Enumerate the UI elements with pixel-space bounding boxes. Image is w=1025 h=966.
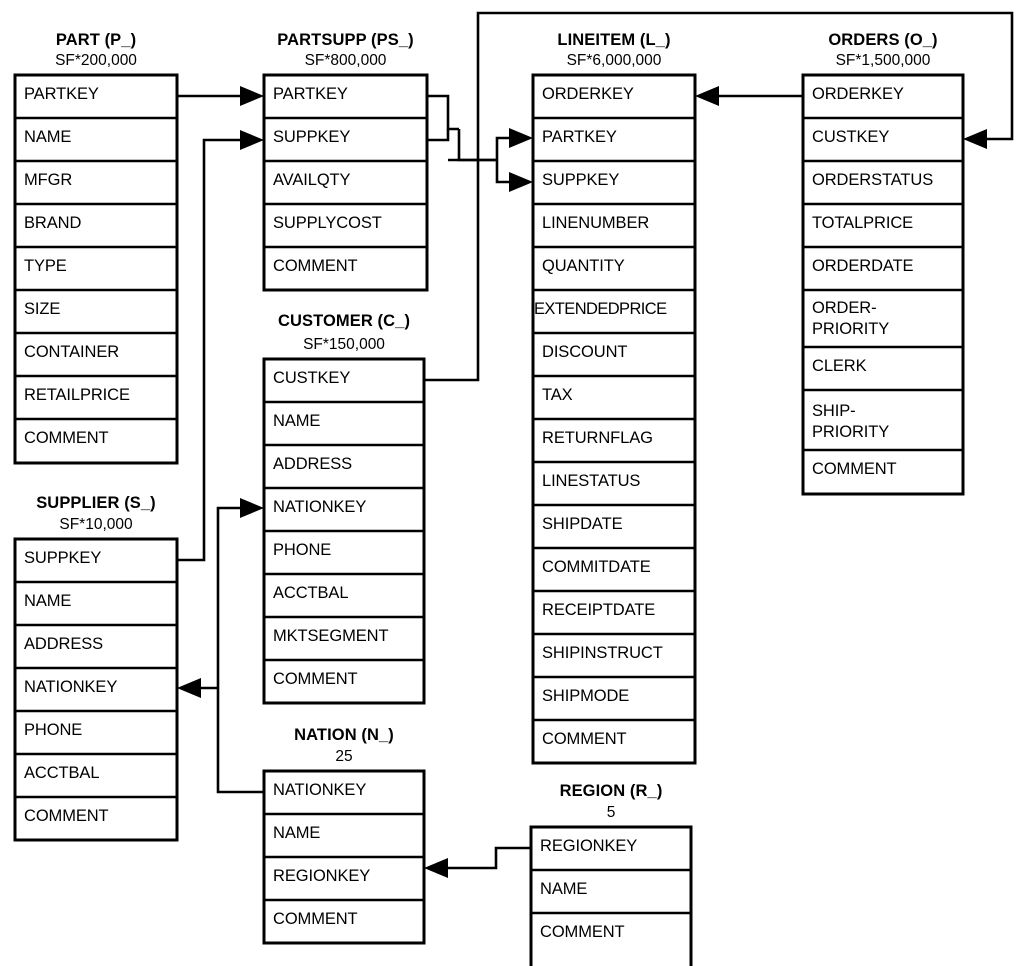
table-box-nation — [262, 769, 426, 945]
table-box-orders — [801, 73, 965, 496]
table-title-nation: NATION (N_) — [294, 726, 394, 744]
field-orders-orderpriority: ORDER- PRIORITY — [812, 299, 890, 339]
field-orders-custkey: CUSTKEY — [812, 128, 890, 146]
field-region-regionkey: REGIONKEY — [540, 837, 638, 855]
field-partsupp-suppkey: SUPPKEY — [273, 128, 351, 146]
connector-part-partkey-to-partsupp-partkey — [177, 86, 264, 106]
table-box-lineitem — [531, 73, 697, 765]
field-lineitem-comment: COMMENT — [542, 730, 627, 748]
field-part-name: NAME — [24, 128, 72, 146]
field-supplier-nationkey: NATIONKEY — [24, 678, 118, 696]
field-lineitem-shipinstruct: SHIPINSTRUCT — [542, 644, 663, 662]
field-part-container: CONTAINER — [24, 343, 120, 361]
field-nation-nationkey: NATIONKEY — [273, 781, 367, 799]
field-customer-name: NAME — [273, 412, 321, 430]
field-lineitem-linestatus: LINESTATUS — [542, 472, 641, 490]
table-cardinality-part: SF*200,000 — [55, 52, 137, 69]
table-cardinality-supplier: SF*10,000 — [59, 516, 133, 533]
field-customer-phone: PHONE — [273, 541, 332, 559]
connector-nation-nationkey-to-customer-and-supplier — [177, 498, 264, 794]
table-title-customer: CUSTOMER (C_) — [277, 312, 411, 330]
connector-orders-orderkey-to-lineitem-orderkey — [695, 86, 803, 106]
table-cardinality-orders: SF*1,500,000 — [835, 52, 931, 69]
field-nation-name: NAME — [273, 824, 321, 842]
table-title-partsupp: PARTSUPP (PS_) — [277, 31, 414, 49]
connector-customer-custkey-to-orders-custkey — [424, 11, 1014, 382]
field-lineitem-quantity: QUANTITY — [542, 257, 625, 275]
field-lineitem-orderkey: ORDERKEY — [542, 85, 634, 103]
field-supplier-acctbal: ACCTBAL — [24, 764, 100, 782]
field-lineitem-tax: TAX — [542, 386, 573, 404]
table-cardinality-region: 5 — [606, 804, 616, 821]
field-lineitem-shipmode: SHIPMODE — [542, 687, 630, 705]
field-supplier-comment: COMMENT — [24, 807, 109, 825]
field-part-brand: BRAND — [24, 214, 82, 232]
field-lineitem-partkey: PARTKEY — [542, 128, 617, 146]
field-part-type: TYPE — [24, 257, 67, 275]
field-supplier-name: NAME — [24, 592, 72, 610]
field-lineitem-suppkey: SUPPKEY — [542, 171, 620, 189]
field-nation-comment: COMMENT — [273, 910, 358, 928]
table-cardinality-lineitem: SF*6,000,000 — [566, 52, 662, 69]
field-customer-acctbal: ACCTBAL — [273, 584, 349, 602]
field-region-name: NAME — [540, 880, 588, 898]
connector-supplier-suppkey-to-partsupp-suppkey — [177, 130, 264, 562]
field-part-comment: COMMENT — [24, 429, 109, 447]
table-title-orders: ORDERS (O_) — [828, 31, 938, 49]
field-lineitem-commitdate: COMMITDATE — [542, 558, 651, 576]
field-nation-regionkey: REGIONKEY — [273, 867, 371, 885]
field-orders-orderstatus: ORDERSTATUS — [812, 171, 934, 189]
table-box-supplier — [13, 537, 179, 842]
field-part-partkey: PARTKEY — [24, 85, 99, 103]
field-lineitem-discount: DISCOUNT — [542, 343, 628, 361]
field-part-size: SIZE — [24, 300, 61, 318]
field-orders-comment: COMMENT — [812, 460, 897, 478]
table-box-part — [13, 73, 179, 465]
table-cardinality-customer: SF*150,000 — [303, 336, 385, 353]
table-cardinality-nation: 25 — [335, 748, 353, 765]
field-partsupp-availqty: AVAILQTY — [273, 171, 351, 189]
table-title-part: PART (P_) — [55, 31, 137, 49]
field-customer-mktsegment: MKTSEGMENT — [273, 627, 389, 645]
field-part-retailprice: RETAILPRICE — [24, 386, 130, 404]
connector-region-regionkey-to-nation-regionkey — [424, 846, 531, 878]
field-customer-custkey: CUSTKEY — [273, 369, 351, 387]
field-lineitem-returnflag: RETURNFLAG — [542, 429, 653, 447]
table-cardinality-partsupp: SF*800,000 — [304, 52, 387, 69]
field-orders-totalprice: TOTALPRICE — [812, 214, 914, 232]
table-title-supplier: SUPPLIER (S_) — [36, 494, 156, 512]
field-customer-comment: COMMENT — [273, 670, 358, 688]
field-lineitem-extendedprice: EXTENDEDPRICE — [534, 300, 667, 318]
table-title-region: REGION (R_) — [559, 782, 663, 800]
field-lineitem-shipdate: SHIPDATE — [542, 515, 623, 533]
field-orders-orderdate: ORDERDATE — [812, 257, 914, 275]
field-supplier-suppkey: SUPPKEY — [24, 549, 102, 567]
field-supplier-address: ADDRESS — [24, 635, 104, 653]
field-customer-nationkey: NATIONKEY — [273, 498, 367, 516]
table-box-customer — [262, 357, 426, 705]
field-orders-clerk: CLERK — [812, 357, 867, 375]
table-box-region — [529, 825, 693, 966]
field-lineitem-linenumber: LINENUMBER — [542, 214, 650, 232]
field-customer-address: ADDRESS — [273, 455, 353, 473]
field-partsupp-comment: COMMENT — [273, 257, 358, 275]
field-orders-shippriority: SHIP- PRIORITY — [812, 402, 890, 442]
connector-partsupp-to-lineitem — [427, 94, 533, 192]
field-supplier-phone: PHONE — [24, 721, 83, 739]
table-title-lineitem: LINEITEM (L_) — [557, 31, 671, 49]
field-lineitem-receiptdate: RECEIPTDATE — [542, 601, 656, 619]
field-partsupp-partkey: PARTKEY — [273, 85, 348, 103]
field-part-mfgr: MFGR — [24, 171, 73, 189]
field-orders-orderkey: ORDERKEY — [812, 85, 904, 103]
field-region-comment: COMMENT — [540, 923, 625, 941]
table-box-partsupp — [262, 73, 429, 292]
field-partsupp-supplycost: SUPPLYCOST — [273, 214, 382, 232]
